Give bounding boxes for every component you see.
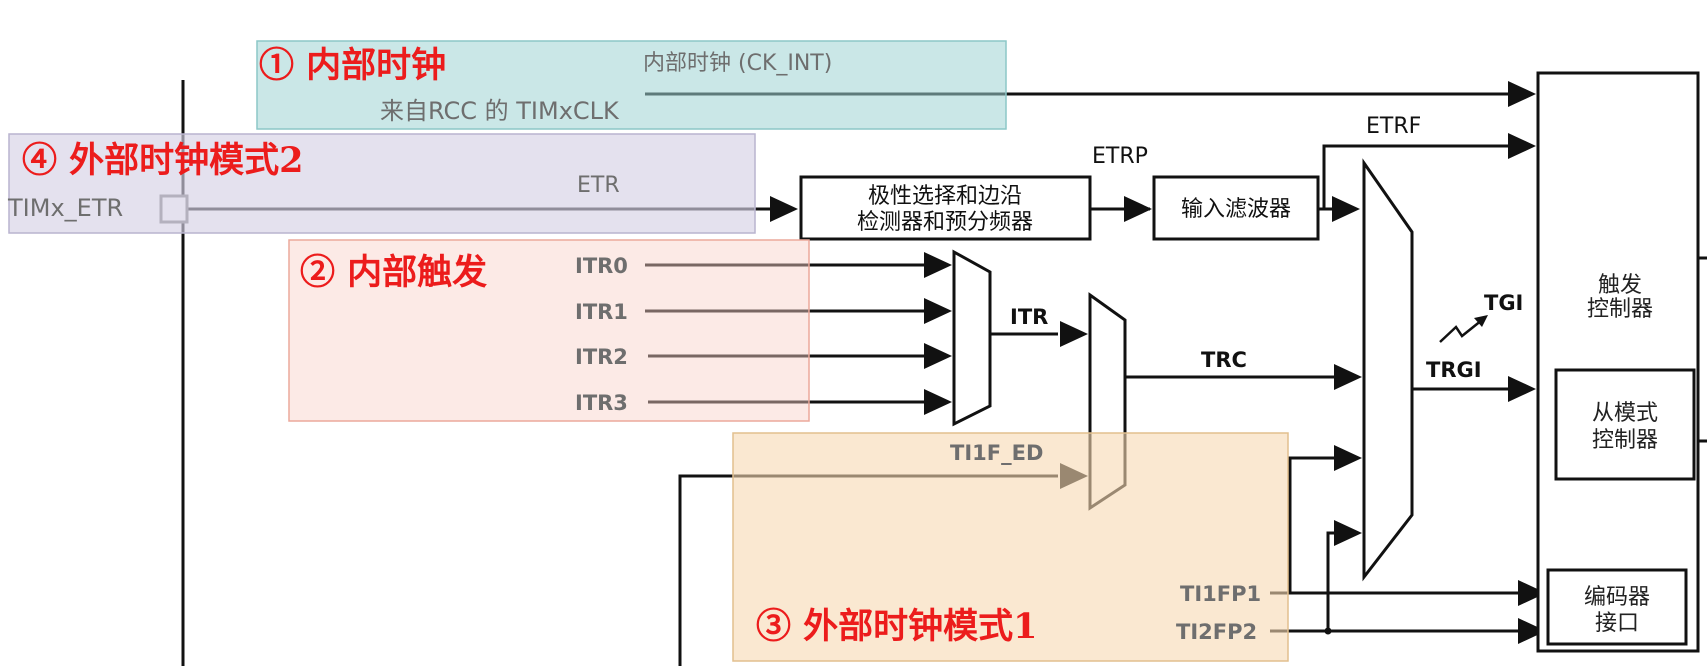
slave-ctrl-line1: 从模式	[1592, 401, 1658, 426]
polarity-line2: 检测器和预分频器	[857, 210, 1033, 235]
trigger-controller	[1536, 71, 1700, 653]
itr-mux	[952, 249, 992, 427]
slave-ctrl-line2: 控制器	[1592, 428, 1658, 453]
title-external-mode1: ③ 外部时钟模式1	[756, 606, 1038, 647]
label-ck-int: 内部时钟 (CK_INT)	[643, 51, 832, 76]
label-itr: ITR	[1010, 305, 1048, 329]
trgi-mux	[1362, 158, 1414, 582]
label-trgi: TRGI	[1426, 358, 1482, 382]
region-external-mode2	[8, 133, 756, 234]
slave-mode-controller	[1554, 368, 1696, 481]
label-tgi: TGI	[1484, 291, 1523, 315]
region-internal-trigger	[288, 239, 810, 422]
label-etrf: ETRF	[1366, 114, 1421, 139]
tgi-arrow	[1439, 319, 1483, 343]
encoder-line2: 接口	[1595, 611, 1639, 636]
encoder-interface	[1546, 568, 1688, 646]
filter-label: 输入滤波器	[1181, 197, 1291, 222]
polarity-line1: 极性选择和边沿	[868, 184, 1022, 209]
region-internal-clock	[256, 40, 1007, 130]
region-external-mode1	[732, 432, 1289, 662]
label-etr: ETR	[577, 173, 620, 198]
label-rcc-source: 来自RCC 的 TIMxCLK	[380, 97, 620, 125]
tgi-arrowhead	[1474, 315, 1488, 327]
label-itr0: ITR0	[575, 254, 628, 278]
polarity-block: 极性选择和边沿 检测器和预分频器	[799, 175, 1092, 241]
filter-block: 输入滤波器	[1152, 175, 1320, 241]
title-internal-clock: ① 内部时钟	[259, 45, 446, 86]
label-timx-etr: TIMx_ETR	[7, 194, 123, 222]
label-ti1f-ed: TI1F_ED	[950, 441, 1043, 465]
title-internal-trigger: ② 内部触发	[300, 252, 487, 293]
label-ti2fp2: TI2FP2	[1176, 620, 1257, 644]
title-external-mode2: ④ 外部时钟模式2	[22, 140, 304, 181]
arrowheads	[770, 81, 1546, 644]
junction-dot	[1324, 627, 1332, 635]
trigger-ctrl-line2: 控制器	[1587, 297, 1653, 322]
label-itr2: ITR2	[575, 345, 628, 369]
trigger-ctrl-line1: 触发	[1598, 273, 1642, 298]
encoder-line1: 编码器	[1584, 585, 1650, 610]
label-etrp: ETRP	[1092, 144, 1148, 169]
label-itr1: ITR1	[575, 300, 628, 324]
label-trc: TRC	[1201, 348, 1247, 372]
label-itr3: ITR3	[575, 391, 628, 415]
label-ti1fp1: TI1FP1	[1180, 582, 1261, 606]
